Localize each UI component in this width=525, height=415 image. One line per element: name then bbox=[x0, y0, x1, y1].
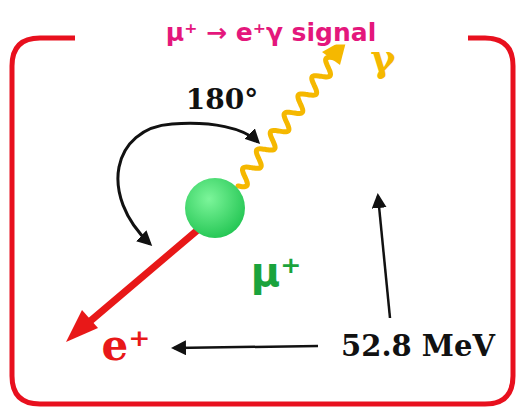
positron-label: e⁺ bbox=[102, 325, 151, 367]
photon-wave bbox=[238, 57, 335, 186]
photon-label: γ bbox=[370, 39, 395, 77]
muon-label: μ⁺ bbox=[251, 252, 302, 292]
energy-pointer bbox=[378, 196, 390, 318]
muon-circle bbox=[185, 178, 245, 238]
energy-pointer bbox=[174, 346, 318, 348]
positron-arrowhead bbox=[66, 310, 98, 342]
angle-arc bbox=[118, 123, 258, 244]
energy-label: 52.8 MeV bbox=[341, 332, 495, 361]
frame-border bbox=[12, 38, 513, 404]
diagram-title: μ⁺ → e⁺γ signal bbox=[160, 20, 382, 45]
positron-track bbox=[88, 228, 200, 323]
angle-label: 180° bbox=[186, 86, 258, 114]
